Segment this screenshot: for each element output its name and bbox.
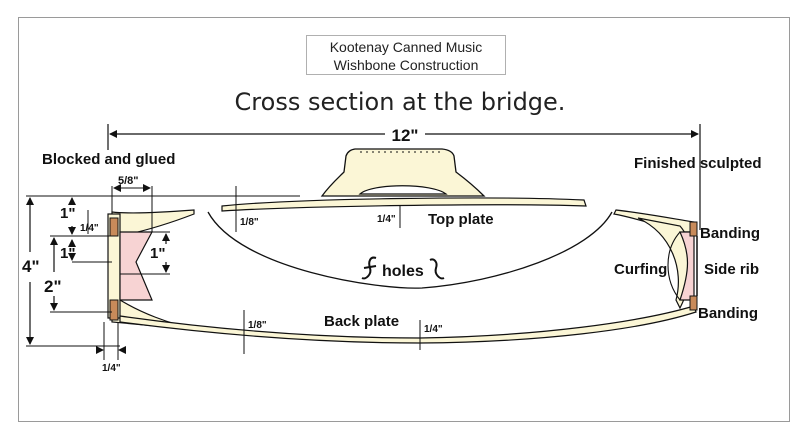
dim-1-mid: 1" (60, 245, 75, 262)
dim-4: 4" (22, 257, 40, 276)
f-hole-right-icon (429, 258, 445, 280)
label-top-plate: Top plate (428, 211, 494, 228)
left-dimensions: 4" 2" 1" 1" 1/4" 1" 5/8" 1/4" (22, 175, 300, 374)
dim-1-4-left: 1/4" (80, 223, 99, 234)
dim-1-4-back: 1/4" (424, 324, 443, 335)
plate-dimensions: 1/8" 1/4" 1/8" 1/4" (235, 186, 443, 354)
back-plate (119, 305, 697, 344)
label-finished-sculpted: Finished sculpted (634, 155, 762, 172)
dim-1-8-top: 1/8" (240, 217, 259, 228)
dim-1-inner: 1" (150, 245, 165, 262)
label-banding-bottom: Banding (698, 305, 758, 322)
label-curfing: Curfing (614, 261, 667, 278)
right-body (613, 209, 698, 311)
dim-1-top: 1" (60, 205, 75, 222)
left-body (107, 209, 201, 331)
width-label: 12" (392, 126, 419, 145)
dim-5-8: 5/8" (118, 175, 139, 187)
label-banding-top: Banding (700, 225, 760, 242)
title-box: Kootenay Canned Music Wishbone Construct… (306, 35, 506, 75)
width-dimension: 12" (107, 124, 701, 230)
title-line-1: Kootenay Canned Music (329, 39, 483, 55)
sound-hole-arc (207, 211, 613, 289)
label-back-plate: Back plate (324, 313, 399, 330)
top-plate (221, 197, 587, 212)
dim-1-8-back: 1/8" (248, 320, 267, 331)
dim-2: 2" (44, 277, 62, 296)
bridge (320, 148, 486, 197)
label-side-rib: Side rib (704, 261, 759, 278)
label-blocked-and-glued: Blocked and glued (42, 151, 175, 168)
f-hole-left-icon (361, 256, 377, 280)
label-holes: holes (382, 263, 424, 280)
dim-1-4-top: 1/4" (377, 214, 396, 225)
diagram-subtitle: Cross section at the bridge. (234, 88, 566, 116)
title-line-2: Wishbone Construction (333, 57, 479, 73)
dim-1-4-bottom: 1/4" (102, 363, 121, 374)
